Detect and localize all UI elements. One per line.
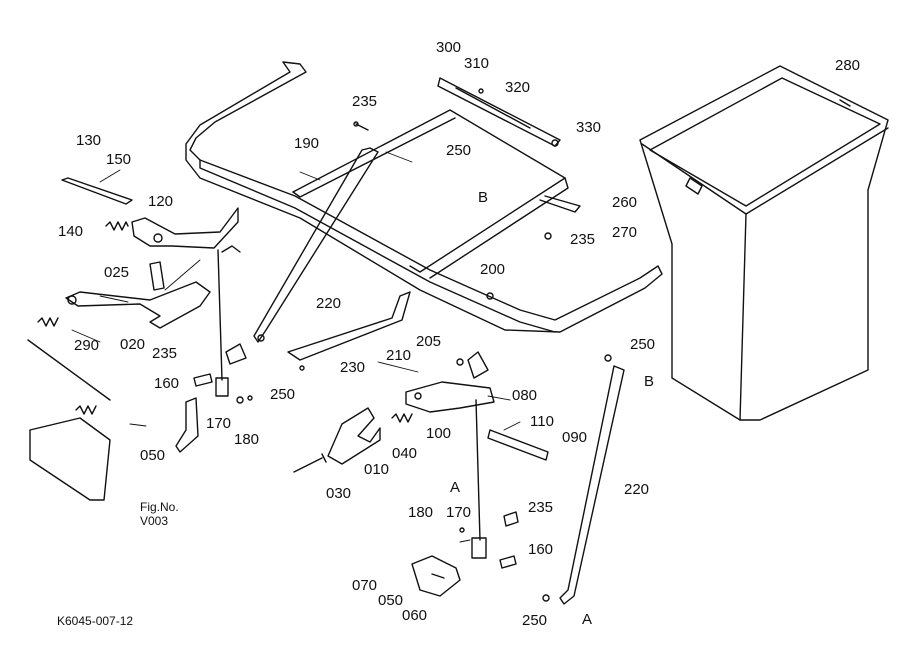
label-250-right: 250 <box>630 336 656 353</box>
label-170-lower: 170 <box>446 504 472 521</box>
label-080: 080 <box>512 387 538 404</box>
bolt-235-lower <box>503 511 519 527</box>
arm-080 <box>405 351 495 413</box>
rod-220-right <box>542 354 625 605</box>
label-235-top: 235 <box>352 93 378 110</box>
spring-100 <box>391 413 413 423</box>
leader-lines <box>71 151 521 543</box>
rod-090 <box>487 429 549 461</box>
label-B-right: B <box>644 373 655 390</box>
pedal-body-left <box>27 339 111 501</box>
label-280: 280 <box>835 57 861 74</box>
drawing-code: K6045-007-12 <box>57 614 134 628</box>
bracket-260 <box>539 195 581 213</box>
label-180-left: 180 <box>234 431 260 448</box>
label-170-left: 170 <box>206 415 232 432</box>
rear-bar-assembly <box>437 77 561 147</box>
bolt-235-top <box>353 121 369 131</box>
label-235-lower: 235 <box>528 499 554 516</box>
bracket-235-left <box>225 343 247 365</box>
clevis-170-180-left <box>215 377 253 404</box>
label-250-top: 250 <box>446 142 472 159</box>
rod-220-upper <box>253 147 379 343</box>
label-100: 100 <box>426 425 452 442</box>
label-160-lower: 160 <box>528 541 554 558</box>
label-220-right: 220 <box>624 481 650 498</box>
label-090: 090 <box>562 429 588 446</box>
label-250-bottom: 250 <box>522 612 548 629</box>
label-210: 210 <box>386 347 412 364</box>
label-150: 150 <box>106 151 132 168</box>
label-310: 310 <box>464 55 490 72</box>
hopper-box <box>639 65 889 421</box>
label-220-upper: 220 <box>316 295 342 312</box>
label-200: 200 <box>480 261 506 278</box>
label-190: 190 <box>294 135 320 152</box>
pin-160-lower <box>499 555 517 569</box>
pin-130 <box>61 177 133 205</box>
label-120: 120 <box>148 193 174 210</box>
label-160-left: 160 <box>154 375 180 392</box>
label-235-left: 235 <box>152 345 178 362</box>
label-030: 030 <box>326 485 352 502</box>
label-205: 205 <box>416 333 442 350</box>
clevis-lower <box>459 527 487 559</box>
bracket-050-left <box>175 397 199 453</box>
label-025: 025 <box>104 264 130 281</box>
label-290: 290 <box>74 337 100 354</box>
label-050-left: 050 <box>140 447 166 464</box>
label-130: 130 <box>76 132 102 149</box>
label-040: 040 <box>392 445 418 462</box>
label-050-lower: 050 <box>378 592 404 609</box>
link-230 <box>287 291 411 361</box>
vertical-rod-left <box>217 249 223 381</box>
figure-reference: Fig.No. V003 <box>140 500 179 529</box>
label-A-bottom: A <box>582 611 593 628</box>
label-230: 230 <box>340 359 366 376</box>
label-B-top: B <box>478 189 489 206</box>
lever-020 <box>65 281 211 329</box>
bracket-010 <box>327 407 381 465</box>
label-270: 270 <box>612 224 638 241</box>
label-250-mid: 250 <box>270 386 296 403</box>
platform-plate <box>292 109 569 279</box>
vertical-rod-center <box>475 399 481 541</box>
label-010: 010 <box>364 461 390 478</box>
label-330: 330 <box>576 119 602 136</box>
label-A-center: A <box>450 479 461 496</box>
bolt-235-mid <box>299 232 552 371</box>
bracket-060 <box>411 555 461 597</box>
label-260: 260 <box>612 194 638 211</box>
label-180-lower: 180 <box>408 504 434 521</box>
main-frame <box>185 61 663 333</box>
label-320: 320 <box>505 79 531 96</box>
pedal-arm-120 <box>131 207 241 253</box>
label-235-right: 235 <box>570 231 596 248</box>
spring-140 <box>105 221 129 231</box>
pin-025 <box>149 261 165 291</box>
label-020: 020 <box>120 336 146 353</box>
figure-ref-line1: Fig.No. <box>140 500 179 514</box>
label-110: 110 <box>530 413 554 430</box>
label-060: 060 <box>402 607 428 624</box>
label-300: 300 <box>436 39 462 56</box>
spring-290 <box>37 317 97 415</box>
figure-ref-line2: V003 <box>140 514 169 529</box>
pin-160-left <box>193 373 213 387</box>
label-070: 070 <box>352 577 378 594</box>
label-140: 140 <box>58 223 84 240</box>
bolt-030 <box>293 453 327 473</box>
